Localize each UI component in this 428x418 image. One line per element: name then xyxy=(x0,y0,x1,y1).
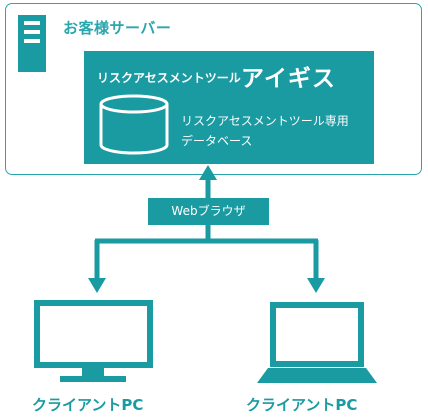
desktop-monitor-icon xyxy=(34,300,153,382)
laptop-icon xyxy=(257,302,377,383)
tool-name-label: アイギス xyxy=(241,66,336,92)
database-label-line1: リスクアセスメントツール専用 xyxy=(181,114,349,128)
browser-box xyxy=(148,198,269,225)
server-title: お客様サーバー xyxy=(63,19,172,37)
client-pc-label-left: クライアントPC xyxy=(32,396,144,414)
tool-prefix-label: リスクアセスメントツール xyxy=(97,71,241,85)
browser-label: Webブラウザ xyxy=(171,204,246,218)
database-label: リスクアセスメントツール専用 データベース xyxy=(181,111,349,151)
database-icon xyxy=(99,94,169,155)
server-tower-icon xyxy=(18,15,46,72)
database-label-line2: データベース xyxy=(181,134,253,148)
client-pc-label-right: クライアントPC xyxy=(246,396,358,414)
connector-arrows xyxy=(88,165,325,293)
app-box xyxy=(84,51,374,164)
